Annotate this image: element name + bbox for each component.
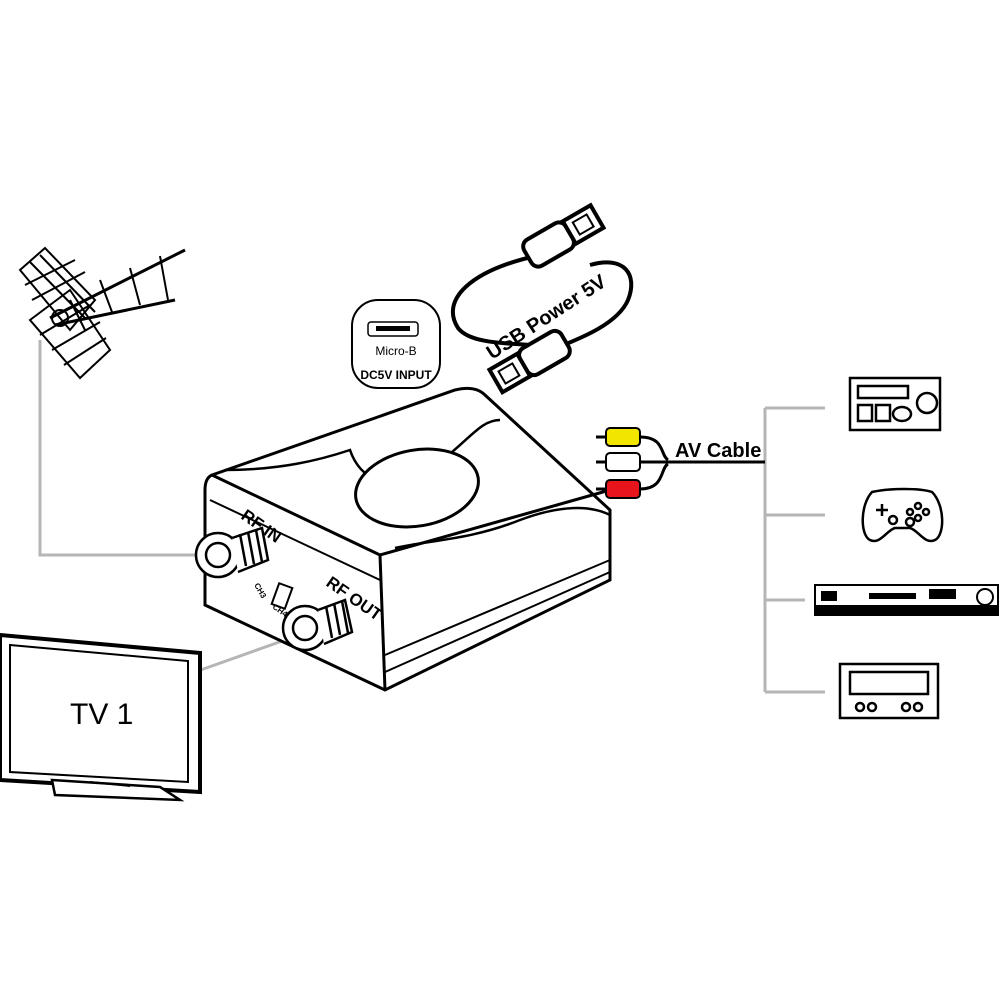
rf-in-connector xyxy=(194,526,270,579)
antenna-icon xyxy=(18,246,186,380)
usb-cable-icon xyxy=(451,202,634,395)
tv-label: TV 1 xyxy=(70,698,133,731)
micro-b-label: Micro-B xyxy=(375,344,416,358)
dvd-player-icon xyxy=(814,584,999,616)
set-top-box-icon xyxy=(838,662,940,720)
radio-icon xyxy=(848,376,942,432)
channel-switch xyxy=(270,581,294,611)
av-cable-label: AV Cable xyxy=(675,440,761,462)
gamepad-icon xyxy=(861,487,944,543)
rf-out-connector xyxy=(281,598,354,652)
rca-plugs-icon xyxy=(596,427,765,499)
connection-lines xyxy=(38,340,825,694)
micro-b-port-badge xyxy=(351,299,441,389)
dc-input-label: DC5V INPUT xyxy=(360,368,432,382)
tv-icon xyxy=(0,632,202,802)
